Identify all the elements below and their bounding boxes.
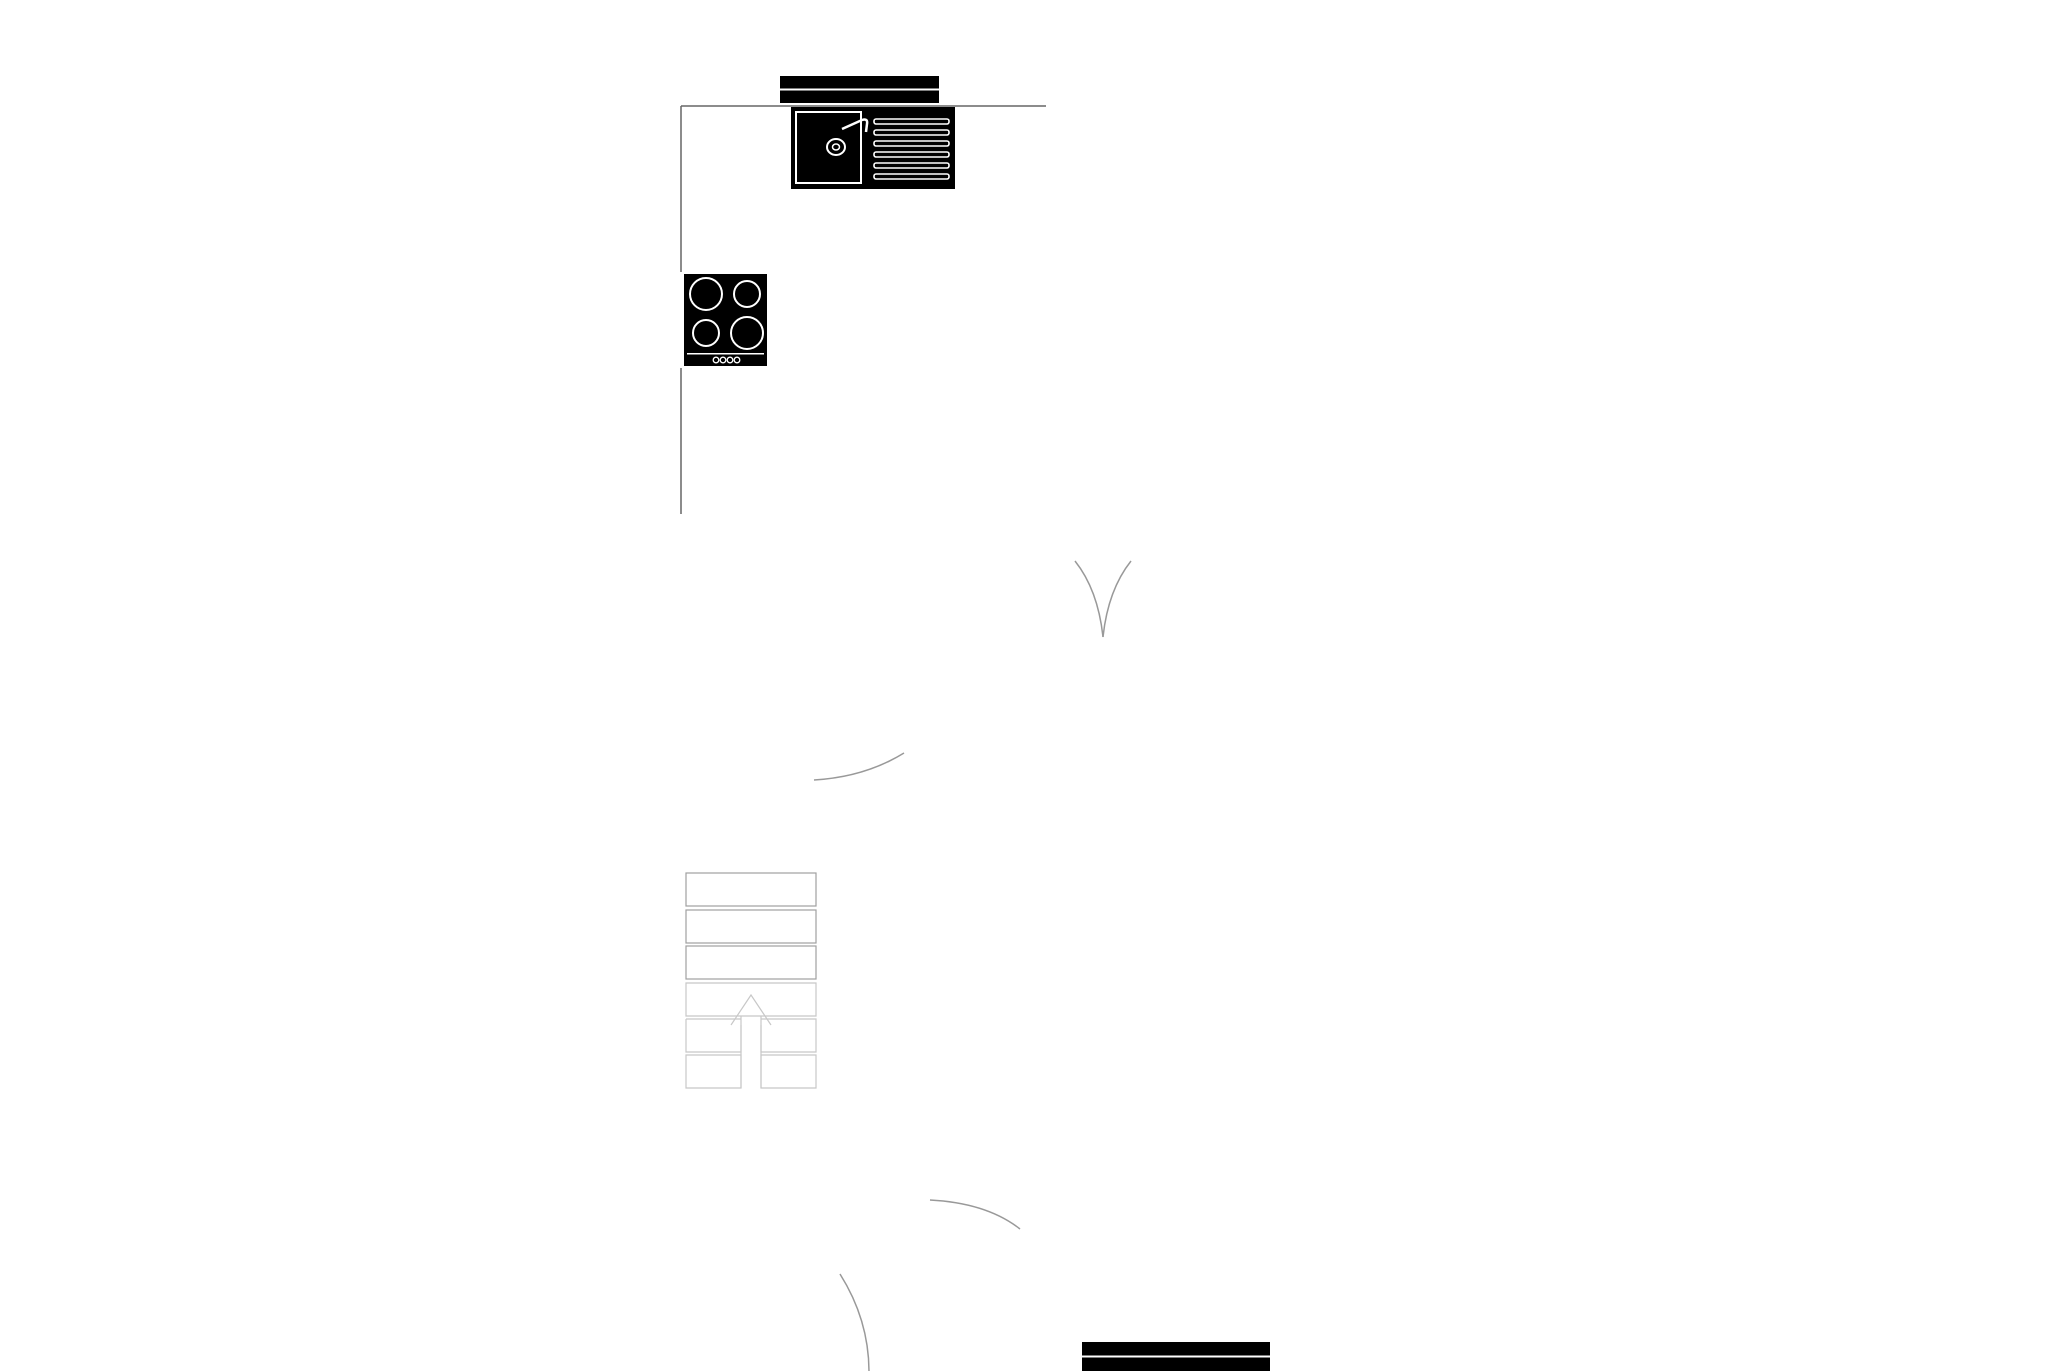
kitchen-sink-icon bbox=[791, 107, 955, 189]
control-knob-icon bbox=[712, 356, 720, 364]
control-knob-icon bbox=[733, 356, 741, 364]
control-knob-icon bbox=[726, 356, 734, 364]
control-knob-icon bbox=[719, 356, 727, 364]
kitchen-walls bbox=[680, 105, 1046, 514]
sink-drain-inner-icon bbox=[831, 143, 841, 151]
burner-icon bbox=[692, 319, 720, 347]
cooktop-control-panel bbox=[687, 353, 764, 355]
door-swing-arc bbox=[839, 1273, 870, 1371]
faucet-icon bbox=[841, 118, 869, 133]
burner-icon bbox=[730, 316, 764, 350]
cooktop-knobs bbox=[712, 356, 741, 364]
cooktop bbox=[684, 274, 767, 366]
window-top bbox=[780, 76, 939, 103]
door-swing-arc bbox=[813, 752, 905, 781]
staircase bbox=[685, 872, 817, 1089]
cooktop-burners bbox=[689, 277, 764, 350]
kitchen-sink bbox=[791, 107, 955, 189]
drainboard-ridge bbox=[873, 129, 950, 136]
sink-drain-outer-icon bbox=[826, 138, 846, 156]
window-bottom bbox=[1082, 1342, 1270, 1371]
drainboard-ridge bbox=[873, 162, 950, 169]
door-swing-arc bbox=[929, 1199, 1021, 1230]
drainboard-ridge bbox=[873, 118, 950, 125]
cooktop-icon bbox=[684, 274, 767, 366]
burner-icon bbox=[733, 280, 761, 308]
stair-tread bbox=[685, 872, 817, 907]
drainboard-ridge bbox=[873, 173, 950, 180]
door-swings bbox=[813, 560, 1132, 1371]
drainboard bbox=[873, 118, 950, 180]
drainboard-ridge bbox=[873, 140, 950, 147]
door-swing-arc bbox=[1074, 560, 1104, 638]
stair-tread bbox=[685, 945, 817, 980]
stair-up-arrow-icon bbox=[685, 982, 817, 1089]
drainboard-ridge bbox=[873, 151, 950, 158]
stair-tread bbox=[685, 909, 817, 944]
sink-basin bbox=[795, 111, 862, 184]
burner-icon bbox=[689, 277, 723, 311]
door-swing-arc bbox=[1102, 560, 1132, 638]
